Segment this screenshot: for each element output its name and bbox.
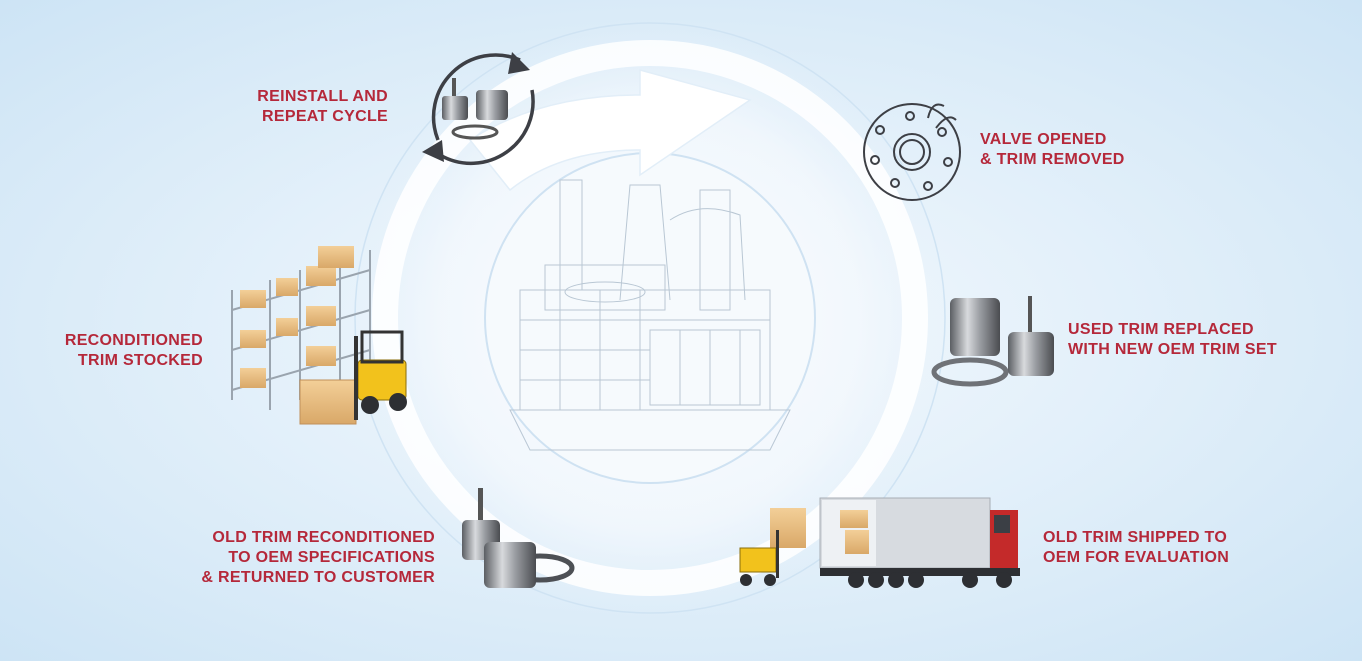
warehouse-forklift-icon [231, 246, 407, 425]
valve-flange-icon [863, 103, 961, 201]
power-plant-illustration [509, 179, 791, 451]
step-used-trim-label: USED TRIM REPLACED WITH NEW OEM TRIM SET [1068, 320, 1277, 360]
step-valve-opened-label: VALVE OPENED & TRIM REMOVED [980, 130, 1125, 170]
step-reinstall-line-2: REPEAT CYCLE [262, 108, 388, 125]
step-used-trim-line-2: WITH NEW OEM TRIM SET [1068, 341, 1277, 358]
step-shipped-label: OLD TRIM SHIPPED TO OEM FOR EVALUATION [1043, 528, 1229, 568]
trim-set-icon [931, 296, 1054, 387]
step-reinstall-label: REINSTALL AND REPEAT CYCLE [210, 87, 388, 127]
step-valve-opened-line-1: VALVE OPENED [980, 131, 1107, 148]
step-stocked-line-2: TRIM STOCKED [77, 352, 203, 369]
step-valve-opened-line-2: & TRIM REMOVED [980, 151, 1125, 168]
step-shipped-line-2: OEM FOR EVALUATION [1043, 549, 1230, 566]
step-reinstall-line-1: REINSTALL AND [257, 88, 388, 105]
reconditioned-trim-icon [462, 488, 575, 588]
step-reconditioned-label: OLD TRIM RECONDITIONED TO OEM SPECIFICAT… [190, 528, 435, 588]
step-reconditioned-line-1: OLD TRIM RECONDITIONED [212, 529, 435, 546]
step-stocked-line-1: RECONDITIONED [64, 332, 203, 349]
semi-truck-icon [739, 497, 1020, 588]
step-shipped-line-1: OLD TRIM SHIPPED TO [1043, 529, 1228, 546]
step-reconditioned-line-3: & RETURNED TO CUSTOMER [201, 569, 435, 586]
cycle-arrows-icon [422, 52, 535, 166]
cycle-arrow-icon [468, 69, 752, 192]
step-stocked-label: RECONDITIONED TRIM STOCKED [40, 331, 203, 371]
step-used-trim-line-1: USED TRIM REPLACED [1068, 321, 1254, 338]
step-reconditioned-line-2: TO OEM SPECIFICATIONS [228, 549, 435, 566]
